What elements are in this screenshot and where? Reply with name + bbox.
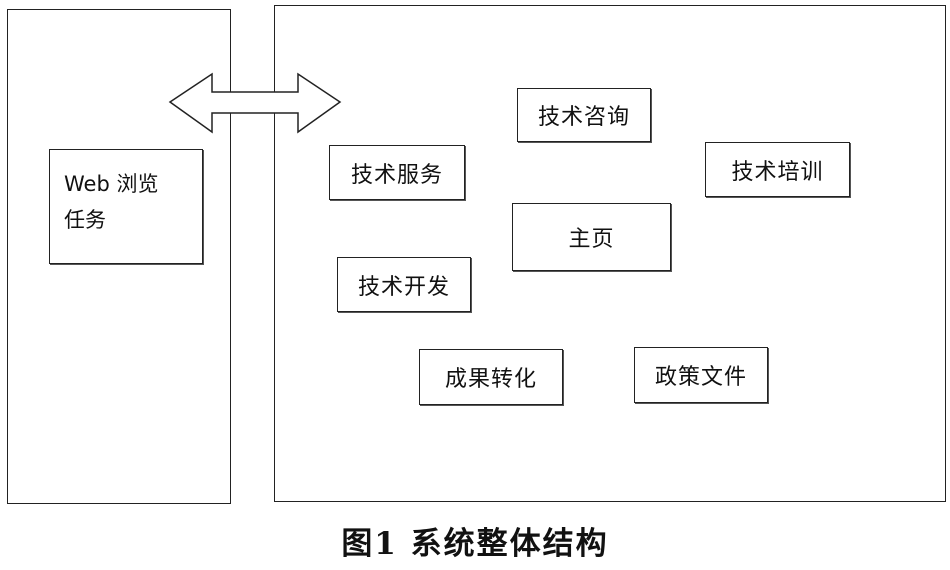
web-browse-task-line1: Web 浏览 xyxy=(64,172,159,196)
result-transformation-box: 成果转化 xyxy=(419,349,563,405)
tech-development-box: 技术开发 xyxy=(337,257,471,312)
policy-documents-label: 政策文件 xyxy=(654,365,747,390)
tech-training-label: 技术培训 xyxy=(731,159,824,185)
web-browse-task-box: Web 浏览 任务 xyxy=(49,149,203,264)
figure-caption: 图1 系统整体结构 xyxy=(341,526,609,562)
tech-consulting-label: 技术咨询 xyxy=(537,105,630,130)
tech-training-box: 技术培训 xyxy=(705,142,850,197)
tech-service-label: 技术服务 xyxy=(350,162,443,188)
web-browse-task-line2: 任务 xyxy=(64,208,106,232)
home-box: 主页 xyxy=(512,203,671,271)
policy-documents-box: 政策文件 xyxy=(634,347,768,403)
tech-consulting-box: 技术咨询 xyxy=(517,88,651,142)
result-transformation-label: 成果转化 xyxy=(444,367,537,392)
tech-development-label: 技术开发 xyxy=(357,274,450,300)
home-label: 主页 xyxy=(568,227,615,252)
tech-service-box: 技术服务 xyxy=(329,145,465,200)
